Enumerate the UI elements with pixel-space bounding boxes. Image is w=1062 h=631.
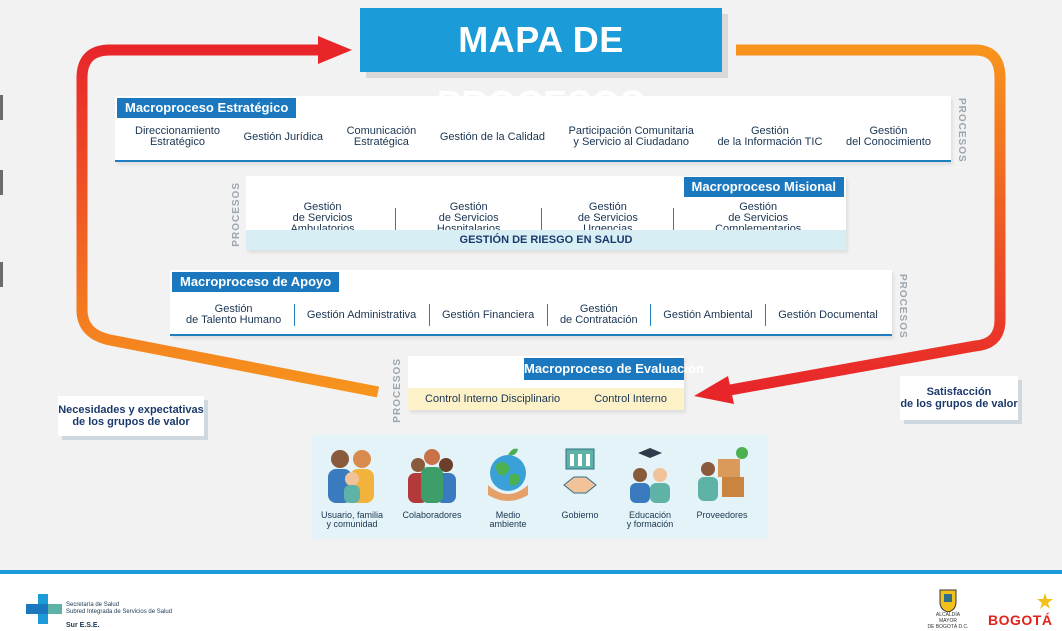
panel-misional: Macroproceso Misional Gestión de Servici… [246,176,846,250]
panel-apoyo-header: Macroproceso de Apoyo [172,272,340,292]
process-item[interactable]: Gestión del Conocimiento [845,125,931,148]
process-item[interactable]: Control Interno Disciplinario [425,393,561,405]
process-item[interactable]: Gestión de Talento Humano [186,303,282,326]
group-proveedores[interactable]: Proveedores [682,445,762,520]
left-arrow-path [76,44,380,398]
group-label: Proveedores [696,510,748,520]
alcaldia-text: ALCALDÍA MAYOR DE BOGOTÁ D.C. [927,612,969,630]
satisfaccion-note: Satisfacción de los grupos de valor [900,376,1018,420]
alcaldia-shield-icon [939,589,957,612]
side-label-misional: PROCESOS [231,182,242,247]
group-label: Usuario, familia y comunidad [320,510,384,529]
bogota-brand: BOGOTÁ [988,612,1053,628]
process-item[interactable]: Gestión de Contratación [559,303,638,326]
group-educacion[interactable]: Educación y formación [610,445,690,529]
family-icon [328,450,374,503]
panel-evaluacion-header: Macroproceso de Evaluación [524,358,704,380]
education-icon [630,448,670,503]
process-item[interactable]: Gestión Jurídica [243,130,324,143]
org-name: Secretaría de Salud Subred Integrada de … [66,602,173,615]
process-item[interactable]: Control Interno [594,393,667,405]
panel-estrategico: Macroproceso Estratégico Direccionamient… [115,96,951,162]
apoyo-items: Gestión de Talento Humano Gestión Admini… [176,304,888,326]
group-medio-ambiente[interactable]: Medio ambiente [468,445,548,529]
org-sub: Sur E.S.E. [66,622,100,629]
group-label: Gobierno [561,510,599,520]
process-item[interactable]: Gestión de Servicios Ambulatorios [290,201,355,235]
group-gobierno[interactable]: Gobierno [540,445,620,520]
right-arrow-path [729,44,1006,396]
stakeholder-groups: Usuario, familia y comunidad Colaborador… [312,435,768,539]
group-label: Colaboradores [402,510,462,520]
team-icon [408,449,456,503]
footer-divider [0,570,1062,574]
footer [0,574,1062,631]
misional-items: Gestión de Servicios Ambulatorios Gestió… [250,202,842,235]
process-item[interactable]: Gestión de Servicios Hospitalarios [436,201,501,235]
page-title: MAPA DE PROCESOS [360,8,722,124]
necesidades-note: Necesidades y expectativas de los grupos… [58,396,204,436]
process-item[interactable]: Gestión de Servicios Complementarios [715,201,802,235]
right-arrow-head [694,376,734,404]
side-label-estrategico: PROCESOS [956,98,967,163]
estrategico-items: Direccionamiento Estratégico Gestión Jur… [125,126,941,148]
subred-logo-icon [26,594,62,624]
group-colaboradores[interactable]: Colaboradores [392,445,472,520]
group-usuario[interactable]: Usuario, familia y comunidad [312,445,392,529]
earth-icon [488,448,528,501]
process-item[interactable]: Gestión Administrativa [306,308,417,321]
group-label: Medio ambiente [489,510,527,529]
process-item[interactable]: Gestión de la Calidad [439,130,545,143]
process-item[interactable]: Gestión Documental [778,308,878,321]
riesgo-band[interactable]: GESTIÓN DE RIESGO EN SALUD [246,230,846,250]
process-item[interactable]: Participación Comunitaria y Servicio al … [568,125,694,148]
panel-apoyo: Macroproceso de Apoyo Gestión de Talento… [170,270,892,336]
process-item[interactable]: Gestión de la Información TIC [717,125,823,148]
process-item[interactable]: Gestión Financiera [441,308,535,321]
panel-evaluacion: Macroproceso de Evaluación Control Inter… [408,356,704,410]
side-label-evaluacion: PROCESOS [392,358,403,423]
group-label: Educación y formación [626,510,674,529]
panel-misional-header: Macroproceso Misional [683,177,844,197]
evaluacion-band: Control Interno Disciplinario Control In… [408,388,684,410]
process-item[interactable]: Comunicación Estratégica [346,125,417,148]
supplier-icon [698,447,748,501]
process-item[interactable]: Direccionamiento Estratégico [135,125,220,148]
government-icon [563,448,597,494]
left-arrow-head [318,36,352,64]
process-item[interactable]: Gestión Ambiental [663,308,753,321]
flow-arrows [76,36,1006,404]
side-label-apoyo: PROCESOS [897,274,908,339]
process-item[interactable]: Gestión de Servicios Urgencias [577,201,638,235]
star-icon [1037,593,1053,609]
panel-estrategico-header: Macroproceso Estratégico [117,98,297,118]
